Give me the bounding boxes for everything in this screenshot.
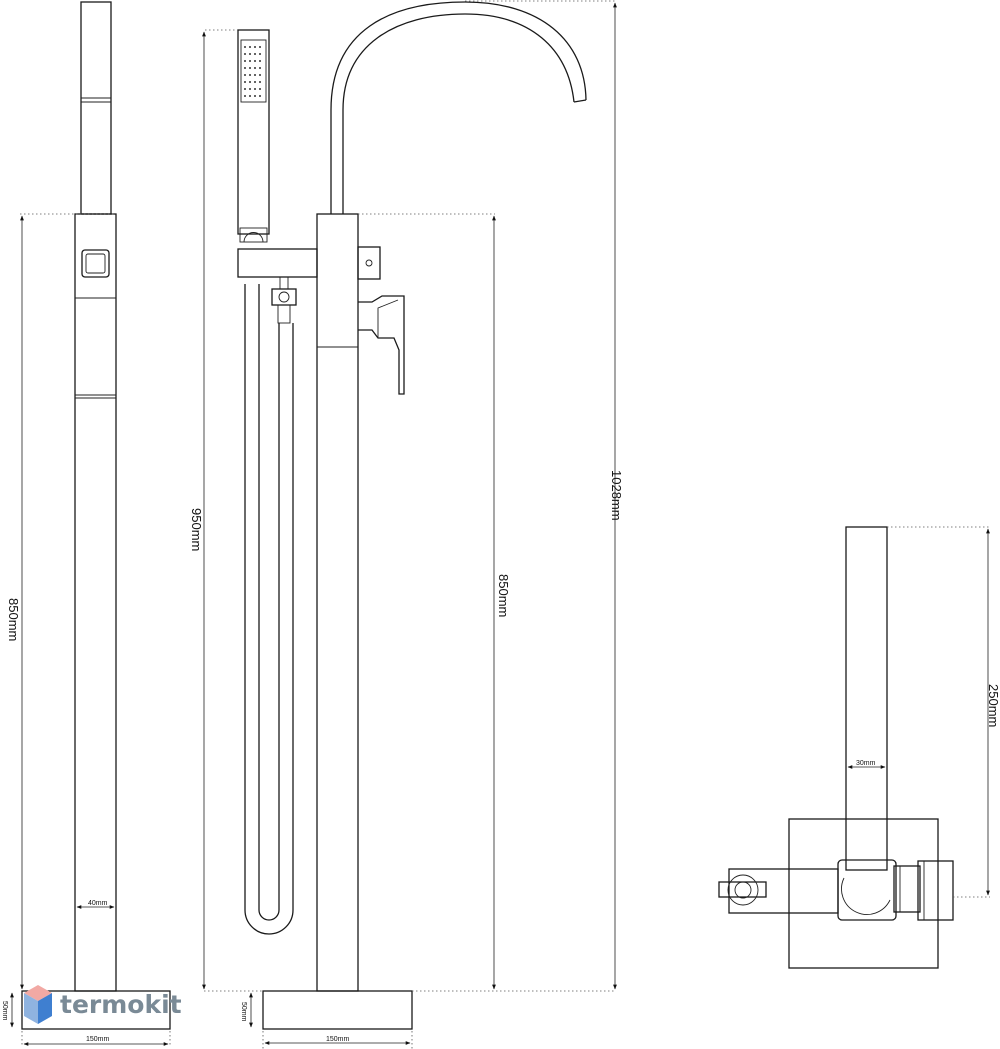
detail-end-cap [917,860,954,921]
side-height-label: 850mm [6,598,21,641]
front-body [316,213,359,992]
front-view: 850mm 950mm 1028mm 150mm 50mm [189,0,624,1049]
shower-holes [244,46,261,97]
side-view: 850mm 40mm 150mm 50mm [1,1,171,1046]
hose-outer [244,284,294,935]
side-top-pipe [80,1,112,215]
logo-text: termokit [60,990,182,1019]
side-pipe-width-label: 40mm [88,900,108,907]
detail-height-label: 250mm [986,684,1000,727]
termokit-logo: termokit [24,985,182,1024]
hose-connector [271,288,297,306]
side-square-handle [81,249,110,278]
detail-view: 250mm 30mm [718,526,1000,969]
side-base-height-label: 50mm [1,1001,8,1021]
bracket-screw [365,259,373,267]
detail-wall-plate [788,818,939,969]
cube-icon [24,985,52,1024]
front-total-height-label: 1028mm [609,470,624,521]
front-base-height-label: 50mm [240,1002,247,1022]
front-base-width-label: 150mm [326,1036,350,1043]
front-shower-height-label: 950mm [189,508,204,551]
detail-pipe [845,526,888,871]
detail-knob [718,881,767,898]
side-body [74,213,117,992]
front-base [262,990,413,1030]
hand-shower [237,29,270,235]
spout-inner [342,13,575,214]
front-body-height-label: 850mm [496,574,511,617]
detail-arm [728,868,839,914]
lever-handle [358,295,405,395]
side-base-width-label: 150mm [86,1036,110,1043]
holder-bracket [357,246,381,280]
shower-holder-bar [237,248,318,278]
side-base [21,990,171,1030]
spout-outer [330,1,587,214]
detail-connector [893,865,921,913]
detail-width-label: 30mm [856,760,876,767]
hose-inner [258,284,280,921]
